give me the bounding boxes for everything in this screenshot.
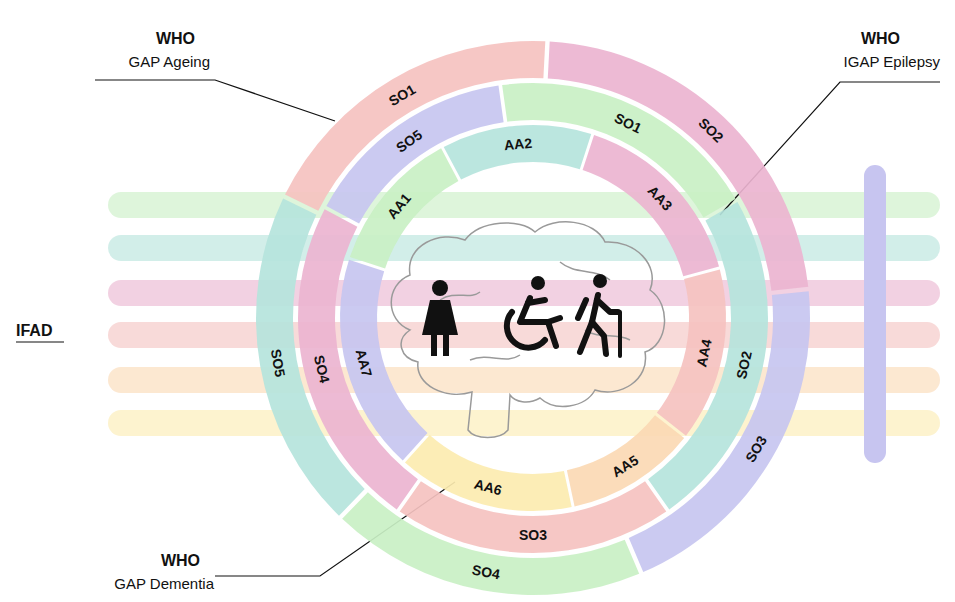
- ring-segment: AA1: [347, 145, 462, 272]
- wheelchair-icon: [507, 276, 560, 348]
- band: [108, 280, 940, 306]
- ring-segment: AA7: [338, 256, 431, 464]
- band: [108, 410, 940, 436]
- segment-shape: [579, 132, 722, 280]
- segment-fill: [583, 135, 719, 276]
- ring-segment: AA4: [653, 266, 728, 439]
- segment-fill: [444, 125, 592, 180]
- segment-label: AA2: [503, 136, 532, 152]
- segment-fill: [657, 269, 726, 435]
- underline: [16, 341, 64, 342]
- callout-label: WHO: [161, 552, 200, 570]
- segment-label: SO3: [519, 528, 547, 542]
- ring-segment: AA2: [440, 123, 595, 183]
- segment-fill: [340, 260, 428, 461]
- callout-label: IGAP Epilepsy: [844, 54, 940, 71]
- ring-segment: AA3: [579, 132, 722, 280]
- band: [108, 367, 940, 393]
- callout-label: GAP Dementia: [114, 576, 214, 593]
- brain-outline: [391, 222, 664, 438]
- ring-segment: AA5: [563, 412, 688, 509]
- ring-segment: AA6: [401, 431, 576, 513]
- callout-label: GAP Ageing: [129, 54, 210, 71]
- segment-shape: [440, 123, 595, 183]
- callout-label: WHO: [861, 30, 900, 48]
- band: [108, 235, 940, 261]
- segment-fill: [350, 148, 459, 268]
- segment-fill: [567, 415, 684, 506]
- callout-label: WHO: [156, 30, 195, 48]
- woman-icon: [422, 280, 458, 356]
- leader-lines: [16, 80, 940, 576]
- band: [108, 322, 940, 348]
- segment-fill: [405, 435, 572, 511]
- ifad-bands: [108, 192, 940, 436]
- vertical-bar: [864, 165, 886, 463]
- group-label: IFAD: [16, 322, 52, 340]
- leader-line: [95, 80, 335, 121]
- segment-shape: [401, 431, 576, 513]
- walking-person-icon: [578, 274, 620, 356]
- segment-shape: [653, 266, 728, 439]
- segment-shape: [338, 256, 431, 464]
- band: [108, 192, 940, 218]
